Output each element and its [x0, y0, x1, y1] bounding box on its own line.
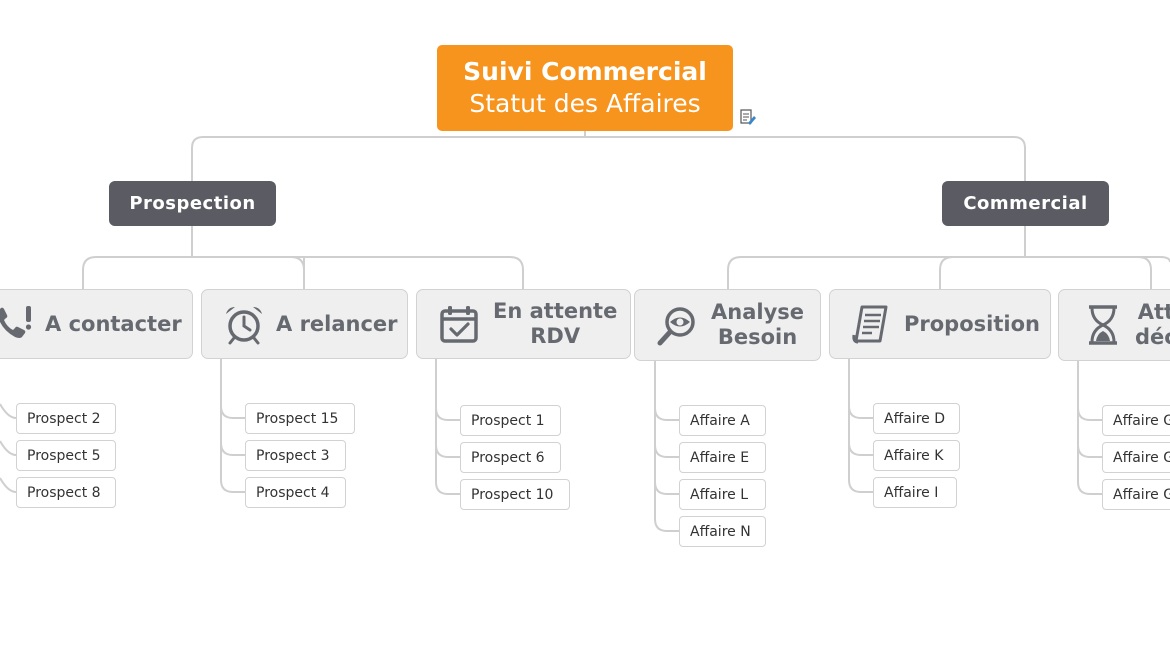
root-topic[interactable]: Suivi Commercial Statut des Affaires — [437, 45, 733, 131]
topic-prospection-label: Prospection — [129, 193, 256, 214]
subtopic-attente-decision-label: Att déc — [1135, 300, 1170, 350]
list-item[interactable]: Affaire E — [679, 442, 766, 473]
list-item-label: Affaire I — [884, 484, 939, 501]
list-item[interactable]: Prospect 4 — [245, 477, 346, 508]
list-item-label: Affaire E — [690, 449, 750, 466]
subtopic-analyse-line2: Besoin — [717, 325, 798, 349]
topic-commercial[interactable]: Commercial — [942, 181, 1109, 226]
list-item-label: Affaire K — [884, 447, 944, 464]
subtopic-a-relancer[interactable]: A relancer — [201, 289, 408, 359]
list-item-label: Prospect 6 — [471, 449, 545, 466]
alarm-clock-icon — [226, 307, 262, 345]
list-item[interactable]: Affaire D — [873, 403, 960, 434]
list-item[interactable]: Prospect 5 — [16, 440, 116, 471]
subtopic-attente-line2: déc — [1135, 325, 1170, 349]
subtopic-a-relancer-label: A relancer — [276, 311, 398, 336]
list-item-label: Prospect 2 — [27, 410, 101, 427]
magnifier-eye-icon — [657, 307, 695, 346]
list-item-label: Prospect 15 — [256, 410, 339, 427]
subtopic-analyse-line1: Analyse — [711, 300, 805, 324]
root-subtitle: Statut des Affaires — [469, 89, 701, 118]
list-item-label: Prospect 8 — [27, 484, 101, 501]
calendar-check-icon — [440, 306, 478, 343]
list-item-label: Prospect 4 — [256, 484, 330, 501]
list-item-label: Affaire G — [1113, 486, 1170, 503]
subtopic-analyse-besoin-label: Analyse Besoin — [711, 300, 804, 350]
list-item-label: Affaire G — [1113, 449, 1170, 466]
list-item-label: Affaire D — [884, 410, 945, 427]
hourglass-icon — [1089, 305, 1117, 345]
list-item[interactable]: Prospect 1 — [460, 405, 561, 436]
list-item-label: Prospect 3 — [256, 447, 330, 464]
list-item[interactable]: Affaire N — [679, 516, 766, 547]
list-item[interactable]: Affaire I — [873, 477, 957, 508]
list-item[interactable]: Prospect 15 — [245, 403, 355, 434]
subtopic-en-attente-rdv-label: En attente RDV — [493, 299, 617, 349]
list-item-label: Affaire G — [1113, 412, 1170, 429]
list-item-label: Prospect 10 — [471, 486, 554, 503]
phone-alert-icon — [0, 306, 32, 338]
topic-commercial-label: Commercial — [963, 193, 1088, 214]
subtopic-attente-line1: Att — [1137, 300, 1170, 324]
list-item[interactable]: Affaire G — [1102, 479, 1170, 510]
list-item[interactable]: Affaire L — [679, 479, 766, 510]
subtopic-analyse-besoin[interactable]: Analyse Besoin — [634, 289, 821, 361]
list-item[interactable]: Prospect 6 — [460, 442, 561, 473]
subtopic-en-attente-line2: RDV — [530, 324, 581, 348]
subtopic-attente-decision[interactable]: Att déc — [1058, 289, 1170, 361]
subtopic-en-attente-line1: En attente — [493, 299, 618, 323]
subtopic-proposition[interactable]: Proposition — [829, 289, 1051, 359]
document-list-icon — [852, 305, 888, 344]
edit-note-icon[interactable] — [739, 108, 757, 126]
list-item[interactable]: Prospect 2 — [16, 403, 116, 434]
list-item-label: Affaire L — [690, 486, 749, 503]
list-item-label: Prospect 1 — [471, 412, 545, 429]
list-item-label: Affaire N — [690, 523, 751, 540]
list-item[interactable]: Affaire A — [679, 405, 766, 436]
list-item[interactable]: Affaire K — [873, 440, 960, 471]
subtopic-en-attente-rdv[interactable]: En attente RDV — [416, 289, 631, 359]
list-item[interactable]: Prospect 3 — [245, 440, 346, 471]
list-item[interactable]: Prospect 10 — [460, 479, 570, 510]
root-title: Suivi Commercial — [463, 57, 707, 86]
list-item[interactable]: Affaire G — [1102, 442, 1170, 473]
list-item-label: Prospect 5 — [27, 447, 101, 464]
list-item-label: Affaire A — [690, 412, 750, 429]
subtopic-proposition-label: Proposition — [904, 311, 1040, 336]
subtopic-a-contacter[interactable]: A contacter — [0, 289, 193, 359]
subtopic-a-contacter-label: A contacter — [45, 311, 182, 336]
list-item[interactable]: Affaire G — [1102, 405, 1170, 436]
topic-prospection[interactable]: Prospection — [109, 181, 276, 226]
list-item[interactable]: Prospect 8 — [16, 477, 116, 508]
